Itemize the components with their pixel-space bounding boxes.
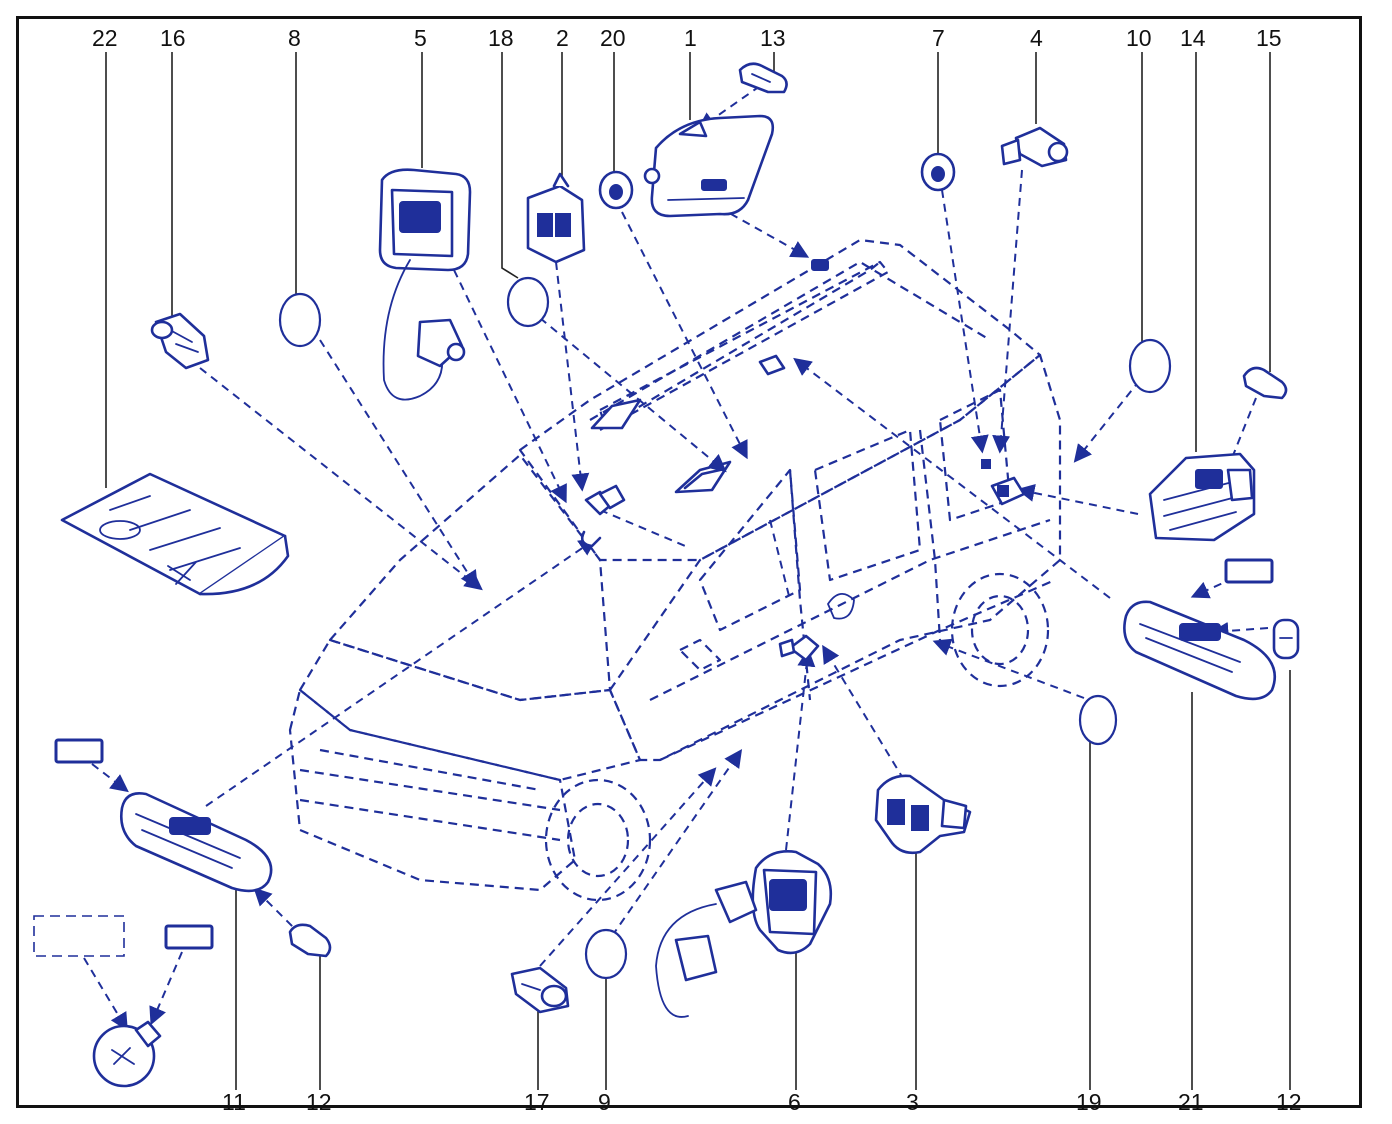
seal-8 [278,292,322,348]
label-sheet-22 [60,472,290,596]
fuel-door-outline [826,593,855,620]
switch-4 [1000,126,1069,168]
callout-14: 14 [1180,25,1206,51]
front-bumper-outline [288,688,577,892]
body-mounted-parts [580,259,1026,662]
grommet-20 [598,170,634,210]
parts [33,62,1300,1088]
seal-18 [506,276,550,328]
seal-10 [1128,338,1172,394]
connector-17 [510,966,570,1014]
side-window-front [698,468,802,632]
leader-lines [105,52,1291,1090]
callout-10: 10 [1126,25,1152,51]
bulb-12-left [288,923,332,958]
callout-22: 22 [92,25,118,51]
bulb-12-right [1272,618,1300,660]
lamp-harness-5 [378,168,472,401]
front-wheel-outline [544,778,652,902]
callout-8: 8 [288,25,301,51]
lamp-harness-6 [655,850,833,1018]
tail-lamp-14 [1148,452,1256,542]
rear-wheel-outline [950,572,1050,688]
callout-9: 9 [598,1089,611,1115]
callout-11: 11 [222,1089,246,1115]
callout-19: 19 [1076,1089,1102,1115]
callout-12-left: 12 [306,1089,332,1115]
callout-17: 17 [524,1089,550,1115]
hood-outline [298,638,642,782]
bulb-13 [738,62,788,94]
callout-3: 3 [906,1089,919,1115]
placeholder-box [33,915,125,957]
callout-20: 20 [600,25,626,51]
callout-13: 13 [760,25,786,51]
callout-1: 1 [684,25,697,51]
seal-9 [584,928,628,980]
callout-7: 7 [932,25,945,51]
callouts-top: 22 16 8 5 18 2 20 1 13 7 4 10 14 15 [92,25,1282,51]
vehicle-outline [288,238,1062,902]
callout-2: 2 [556,25,569,51]
label-plate-21 [1224,558,1274,584]
connector-16 [150,312,210,370]
label-plate-11 [54,738,104,764]
callout-5: 5 [414,25,427,51]
callout-18: 18 [488,25,514,51]
roof-outline [518,238,1042,562]
grommet-7 [920,152,956,192]
callout-21: 21 [1178,1089,1204,1115]
reading-lamp-11 [54,738,273,893]
reading-lamp-21 [1123,558,1277,701]
callout-15: 15 [1256,25,1282,51]
connector-3 [874,774,972,855]
seal-19 [1078,694,1118,746]
bulb-assembly-bottom-left [33,915,214,1088]
bulb-15 [1242,366,1288,400]
callouts-bottom: 11 12 17 9 6 3 19 21 12 [222,1089,1302,1115]
connector-2 [526,172,586,264]
callout-6: 6 [788,1089,801,1115]
callout-4: 4 [1030,25,1043,51]
label-plate-bottom [164,924,214,950]
assembly-arrows [83,85,1269,1032]
callout-12-right: 12 [1276,1089,1302,1115]
dome-lamp-1 [643,114,775,218]
side-window-rear [813,428,922,582]
callout-16: 16 [160,25,186,51]
side-body-outline [608,353,1062,762]
